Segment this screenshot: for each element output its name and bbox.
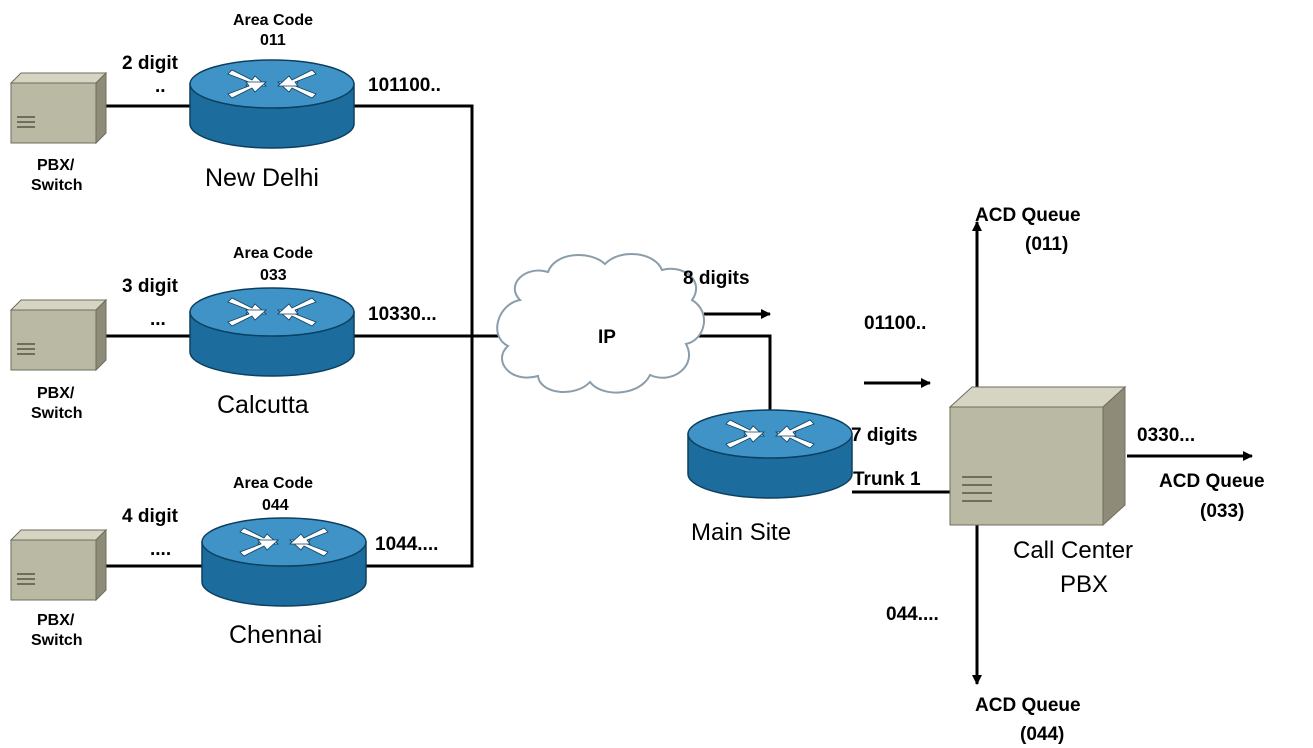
pbx2-label-line2: Switch [31, 405, 83, 422]
pbx-switch-1 [9, 71, 108, 145]
cloud-label: IP [598, 327, 616, 348]
flow-arrows [704, 309, 931, 388]
call-center-pbx [948, 385, 1127, 527]
forward-pattern-label: 01100.. [864, 313, 926, 334]
digit-label-2: 3 digit [122, 276, 179, 297]
pattern-calcutta: 10330... [368, 304, 437, 325]
router-name-calcutta: Calcutta [217, 391, 309, 419]
ip-cloud: IP [496, 252, 705, 394]
call-center-label-line1: Call Center [1013, 537, 1133, 564]
call-center-label-line2: PBX [1060, 571, 1108, 598]
area-code-newdelhi: 011 [260, 32, 286, 49]
digit-dots-3: .... [150, 539, 171, 560]
queue-code-044: (044) [1020, 724, 1064, 745]
pbx1-label-line1: PBX/ [37, 157, 75, 174]
queue-label-033: ACD Queue [1159, 471, 1265, 492]
main-site-label: Main Site [691, 519, 791, 546]
area-code-label-newdelhi: Area Code [233, 12, 313, 29]
digit-label-1: 2 digit [122, 53, 179, 74]
queue-arrows [972, 221, 1253, 685]
area-code-chennai: 044 [262, 497, 289, 514]
queue-code-011: (011) [1025, 234, 1068, 255]
pbx-switch-2 [9, 298, 108, 372]
pbx1-label-line2: Switch [31, 177, 83, 194]
digit-label-3: 4 digit [122, 506, 179, 527]
router-chennai [201, 517, 367, 607]
pbx3-label-line2: Switch [31, 632, 83, 649]
pattern-newdelhi: 101100.. [368, 75, 441, 96]
queue-pattern-044: 044.... [886, 604, 939, 625]
pbx2-label-line1: PBX/ [37, 385, 75, 402]
eight-digits-label: 8 digits [683, 268, 750, 289]
queue-code-033: (033) [1200, 501, 1244, 522]
digit-dots-2: ... [150, 309, 166, 330]
area-code-label-calcutta: Area Code [233, 245, 313, 262]
queue-label-044: ACD Queue [975, 695, 1081, 716]
router-name-chennai: Chennai [229, 621, 322, 649]
router-name-newdelhi: New Delhi [205, 164, 319, 192]
pattern-chennai: 1044.... [375, 534, 438, 555]
digit-dots-1: .. [155, 76, 166, 97]
router-calcutta [189, 287, 355, 377]
seven-digits-label: 7 digits [851, 425, 918, 446]
pbx3-label-line1: PBX/ [37, 612, 75, 629]
line-cloud-mainsite [690, 334, 772, 412]
trunk-label: Trunk 1 [853, 469, 921, 490]
pbx-switch-3 [9, 528, 108, 602]
router-main-site [687, 409, 853, 499]
queue-pattern-033: 0330... [1137, 425, 1195, 446]
queue-label-011: ACD Queue [975, 205, 1081, 226]
area-code-label-chennai: Area Code [233, 475, 313, 492]
connection-lines [103, 104, 950, 568]
router-new-delhi [189, 59, 355, 149]
area-code-calcutta: 033 [260, 267, 287, 284]
